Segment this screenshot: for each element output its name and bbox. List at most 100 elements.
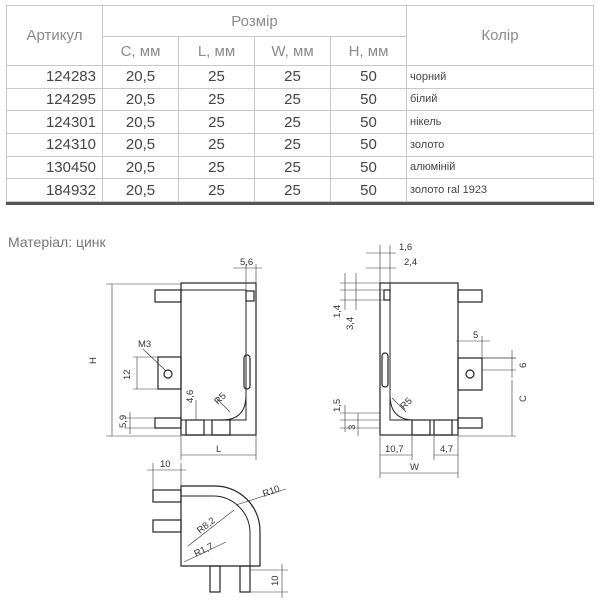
h-cell: 50 bbox=[330, 132, 407, 157]
dim-label: 12 bbox=[122, 369, 133, 380]
size-header: Розмір bbox=[102, 5, 407, 37]
side-slot bbox=[381, 352, 389, 388]
table-subheader-row: C, мм L, мм W, мм H, мм bbox=[7, 36, 594, 66]
color-cell: алюміній bbox=[406, 155, 594, 180]
side-foot-left bbox=[411, 419, 431, 436]
article-cell: 124283 bbox=[6, 65, 103, 89]
table-row: 130450 20,5 25 25 50 алюміній bbox=[6, 155, 594, 180]
dim-label: 10 bbox=[160, 459, 171, 470]
table-row: 124283 20,5 25 25 50 чорний bbox=[6, 65, 594, 89]
front-dimensions bbox=[106, 264, 262, 460]
h-cell: 50 bbox=[330, 178, 407, 202]
article-header: Артикул bbox=[6, 5, 103, 66]
w-cell: 25 bbox=[254, 178, 331, 202]
dim-label: 5,6 bbox=[240, 257, 253, 268]
top-view bbox=[152, 485, 261, 593]
front-top-pin bbox=[154, 289, 182, 303]
front-body bbox=[180, 282, 257, 436]
dim-label: R8,2 bbox=[195, 515, 218, 536]
table-row: 124295 20,5 25 25 50 білий bbox=[6, 87, 594, 112]
top-dim-labels: 10 R10 R8,2 R1,7 10 bbox=[160, 459, 281, 586]
dim-label: R1,7 bbox=[192, 541, 215, 560]
w-cell: 25 bbox=[254, 65, 331, 89]
color-header: Колір bbox=[406, 5, 594, 66]
table-header-row: Артикул Розмір Колір bbox=[6, 5, 594, 66]
front-mount-plate bbox=[157, 356, 182, 390]
dim-label: 3 bbox=[347, 425, 358, 430]
column-header-h: H, мм bbox=[330, 36, 407, 66]
c-cell: 20,5 bbox=[102, 155, 179, 180]
l-cell: 25 bbox=[178, 110, 255, 134]
side-inner-outline bbox=[389, 283, 458, 421]
w-cell: 25 bbox=[254, 110, 331, 134]
spec-table: Артикул Розмір Колір C, мм L, мм W, мм H… bbox=[6, 5, 594, 202]
dim-label: 10 bbox=[270, 575, 281, 586]
table-bottom-rule bbox=[6, 202, 594, 205]
top-pin-bottom-right bbox=[239, 565, 251, 593]
dim-label: C bbox=[518, 395, 529, 402]
article-cell: 124310 bbox=[6, 132, 103, 157]
dim-label: 10,7 bbox=[385, 444, 404, 455]
front-top-tab bbox=[245, 290, 255, 302]
dim-label: R10 bbox=[261, 484, 281, 500]
dim-label: L bbox=[216, 444, 221, 455]
color-cell: нікель bbox=[406, 110, 594, 134]
dim-label: 2,4 bbox=[404, 257, 417, 268]
dim-label: 4,7 bbox=[440, 444, 453, 455]
table-row: 124301 20,5 25 25 50 нікель bbox=[6, 110, 594, 134]
l-cell: 25 bbox=[178, 87, 255, 112]
m3-hole bbox=[163, 369, 173, 379]
h-cell: 50 bbox=[330, 87, 407, 112]
r82-leader bbox=[187, 509, 235, 547]
dim-label: R5 bbox=[212, 391, 228, 407]
color-cell: золото ral 1923 bbox=[406, 178, 594, 202]
l-cell: 25 bbox=[178, 178, 255, 202]
side-bottom-pin bbox=[457, 417, 483, 429]
top-inner-outline bbox=[181, 495, 251, 566]
r5-leader bbox=[215, 397, 231, 413]
article-cell: 124301 bbox=[6, 110, 103, 134]
article-cell: 184932 bbox=[6, 178, 103, 202]
side-body bbox=[379, 282, 459, 436]
dim-label: 1,4 bbox=[332, 305, 343, 318]
dim-label: M3 bbox=[138, 339, 151, 350]
top-pin-upper bbox=[152, 489, 182, 503]
article-cell: 124295 bbox=[6, 87, 103, 112]
front-dim-labels: 5,6 H M3 12 4,6 R5 5,9 L bbox=[88, 257, 253, 455]
r17-leader bbox=[183, 541, 227, 563]
side-mount-plate bbox=[457, 357, 483, 391]
side-hole bbox=[465, 369, 475, 379]
dim-label: 1,5 bbox=[332, 399, 343, 412]
material-note: Матеріал: цинк bbox=[8, 234, 106, 250]
side-dim-labels: 1,6 2,4 1,4 3,4 5 6 R5 1,5 3 C 10,7 4,7 … bbox=[332, 242, 529, 473]
dim-label: 5 bbox=[473, 330, 478, 341]
side-r5-leader bbox=[391, 397, 407, 413]
c-cell: 20,5 bbox=[102, 132, 179, 157]
dim-label: W bbox=[410, 462, 419, 473]
dim-label: 4,6 bbox=[185, 390, 196, 403]
column-header-c: C, мм bbox=[102, 36, 179, 66]
color-cell: золото bbox=[406, 132, 594, 157]
side-dimensions bbox=[340, 245, 516, 478]
top-pin-bottom-left bbox=[209, 565, 221, 593]
dim-label: 3,4 bbox=[345, 317, 356, 330]
dim-label: H bbox=[88, 357, 99, 364]
dim-label: 1,6 bbox=[399, 242, 412, 253]
front-view bbox=[154, 282, 257, 436]
dim-label: 6 bbox=[518, 363, 529, 368]
top-pin-lower bbox=[152, 519, 182, 533]
side-radius-curve bbox=[389, 394, 415, 421]
r10-leader bbox=[235, 488, 287, 506]
l-cell: 25 bbox=[178, 155, 255, 180]
table-row: 184932 20,5 25 25 50 золото ral 1923 bbox=[6, 178, 594, 202]
front-foot-left bbox=[185, 419, 205, 436]
front-slot bbox=[243, 354, 251, 390]
top-outer-outline bbox=[180, 485, 261, 567]
front-foot-right bbox=[211, 419, 231, 436]
side-top-tab bbox=[383, 289, 391, 301]
side-top-pin bbox=[457, 289, 483, 303]
l-cell: 25 bbox=[178, 132, 255, 157]
dim-label: R5 bbox=[398, 396, 414, 412]
c-cell: 20,5 bbox=[102, 178, 179, 202]
